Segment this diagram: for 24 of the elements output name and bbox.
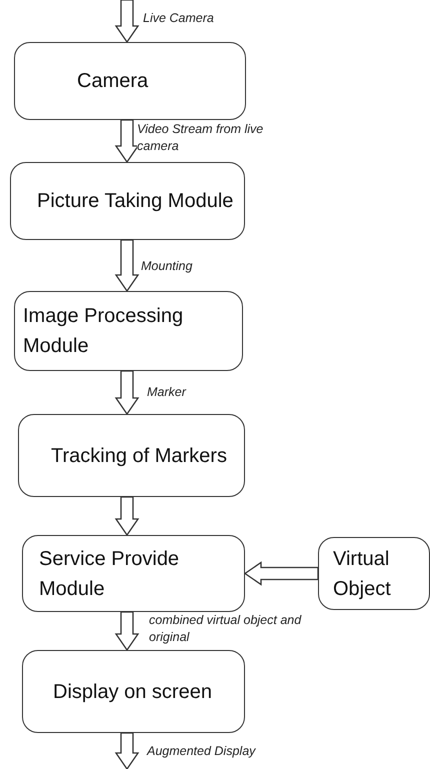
- edge-label: Mounting: [141, 258, 192, 275]
- block-arrow: [114, 119, 140, 164]
- process-box: [318, 537, 430, 610]
- node-label: Service Provide Module: [39, 546, 180, 602]
- block-arrow: [114, 0, 140, 44]
- block-arrow: [114, 732, 140, 769]
- block-arrow: [114, 611, 140, 652]
- process-box: [10, 162, 245, 240]
- node-label: Picture Taking Module: [37, 189, 234, 214]
- node-label: Tracking of Markers: [51, 444, 228, 468]
- process-box: [22, 535, 245, 612]
- process-box: [14, 42, 246, 120]
- block-arrow: [114, 370, 140, 416]
- block-arrow: [114, 496, 140, 536]
- block-arrow: [244, 561, 319, 586]
- process-box: [22, 650, 245, 733]
- node-label: Image Processing Module: [23, 304, 184, 359]
- block-arrow: [114, 239, 140, 292]
- node-label: Virtual Object: [333, 546, 392, 602]
- node-label: Camera: [77, 69, 150, 94]
- process-box: [14, 291, 243, 371]
- edge-label: Augmented Display: [147, 743, 256, 760]
- node-label: Display on screen: [53, 680, 213, 704]
- process-box: [18, 414, 245, 497]
